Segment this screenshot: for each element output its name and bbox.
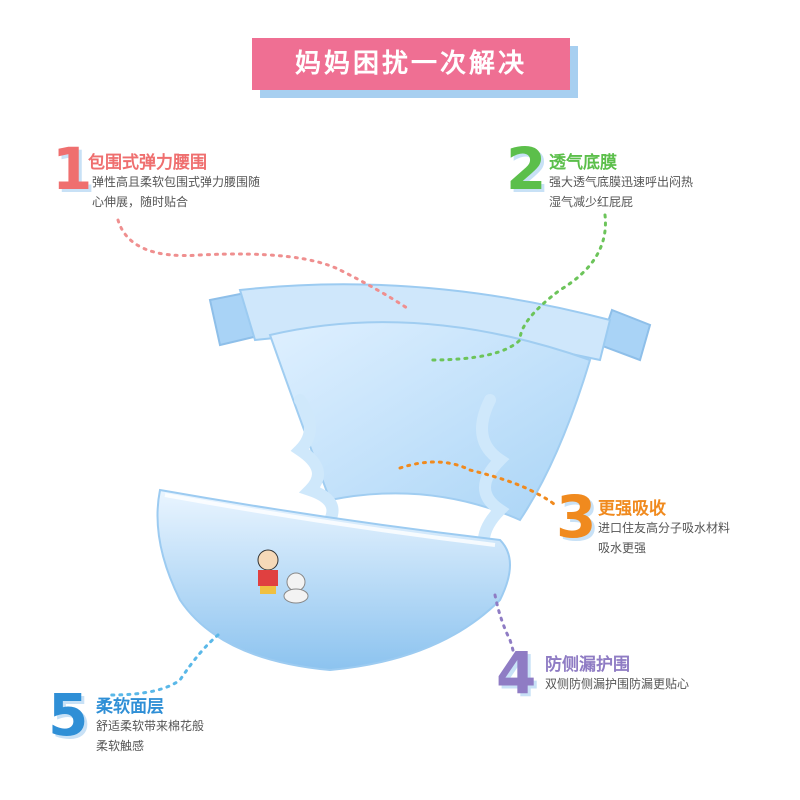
feature-1-title: 包围式弹力腰围 xyxy=(88,153,207,173)
feature-2-desc-line-2: 湿气减少红屁屁 xyxy=(549,195,634,209)
feature-4-desc-line-1: 双侧防侧漏护围防漏更贴心 xyxy=(545,677,690,691)
feature-1-number: 1 xyxy=(52,135,93,203)
feature-2-title: 透气底膜 xyxy=(549,153,617,173)
banner-title: 妈妈困扰一次解决 xyxy=(252,38,570,90)
feature-5-desc-line-1: 舒适柔软带来棉花般 xyxy=(96,719,205,733)
feature-1-desc-line-2: 心伸展，随时贴合 xyxy=(92,195,189,209)
feature-3-desc-line-2: 吸水更强 xyxy=(598,541,647,555)
feature-5-title: 柔软面层 xyxy=(96,697,164,717)
feature-4-number: 4 xyxy=(496,639,537,707)
cartoon-character-icon xyxy=(257,549,309,604)
feature-4-title: 防侧漏护围 xyxy=(545,655,630,675)
feature-3-number: 3 xyxy=(556,483,597,551)
feature-3-desc-line-1: 进口住友高分子吸水材料 xyxy=(598,521,731,535)
feature-5-number: 5 xyxy=(48,681,89,749)
feature-2-desc-line-1: 强大透气底膜迅速呼出闷热 xyxy=(549,175,694,189)
feature-2-number: 2 xyxy=(506,135,547,203)
banner: 妈妈困扰一次解决 xyxy=(252,38,582,100)
feature-3-title: 更强吸收 xyxy=(598,499,666,519)
feature-1-desc-line-1: 弹性高且柔软包围式弹力腰围随 xyxy=(92,175,261,189)
feature-5-desc-line-2: 柔软触感 xyxy=(96,739,145,753)
